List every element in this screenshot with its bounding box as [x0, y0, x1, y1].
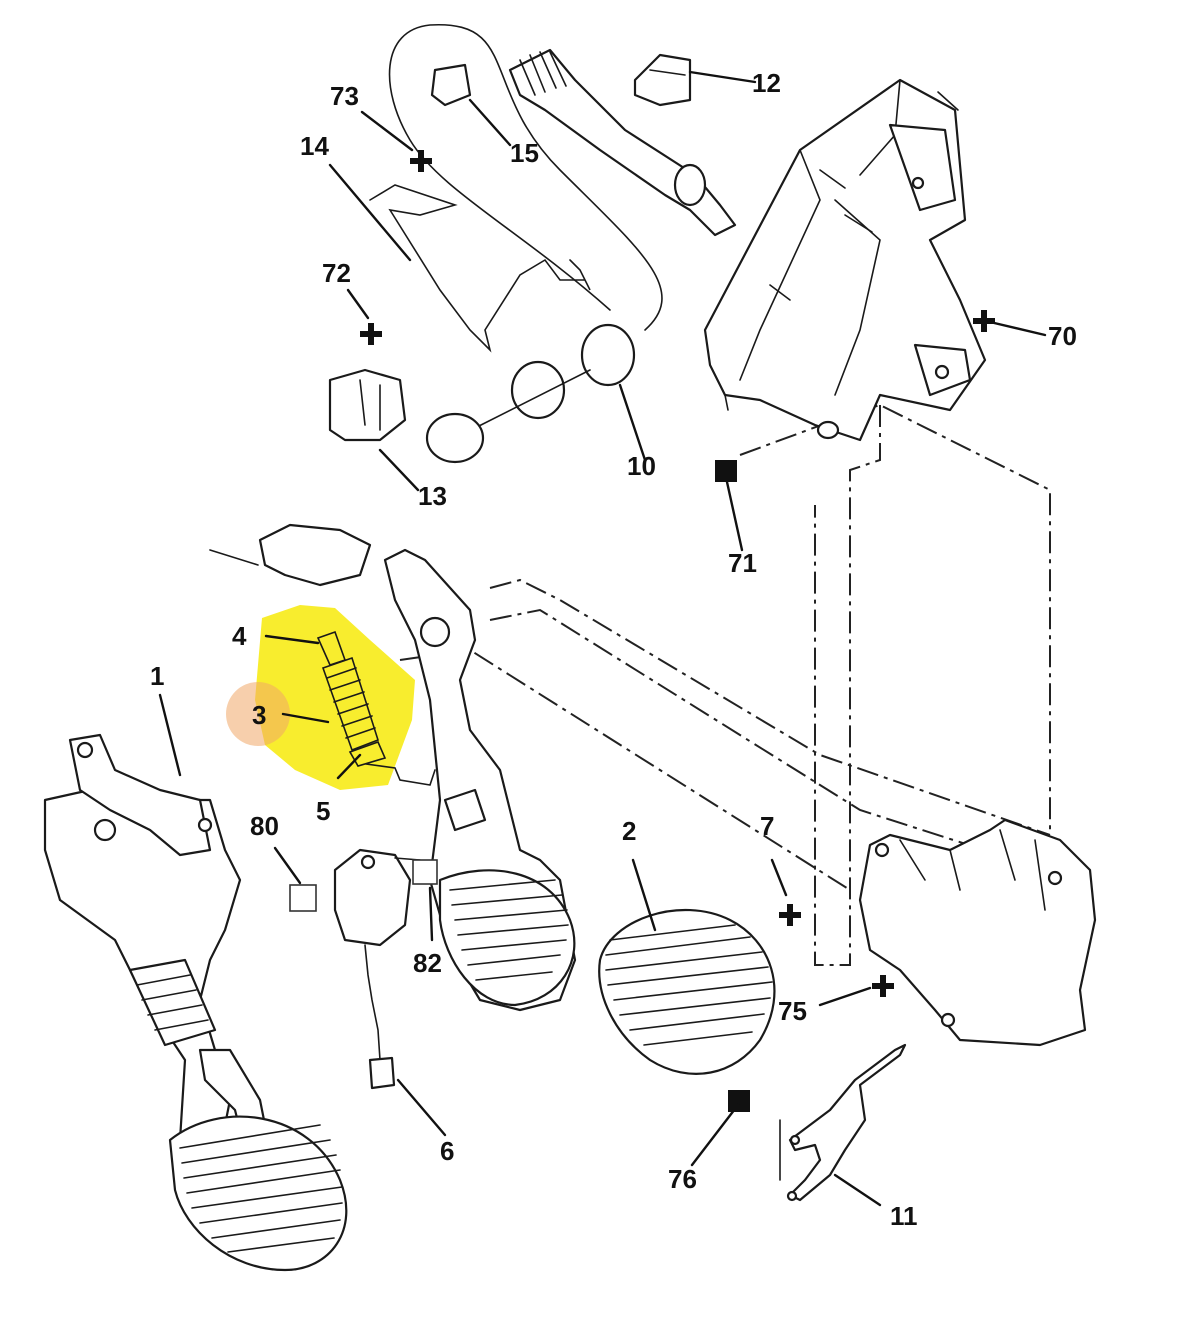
label-part-13: 13	[418, 481, 447, 511]
clip-12	[633, 53, 692, 107]
label-part-3: 3	[252, 700, 266, 730]
label-part-10: 10	[627, 451, 656, 481]
lower-bracket	[858, 818, 1097, 1047]
clutch-pedal	[383, 548, 577, 1012]
open-square-symbols	[289, 859, 438, 912]
part-labels: 1 4 3 5 6 7 2 10 11 12 13 14 15 70 71 72…	[150, 68, 1077, 1231]
filled-square-symbol-71	[715, 460, 737, 482]
label-part-72: 72	[322, 258, 351, 288]
brake-pushrod-boot	[128, 958, 217, 1047]
open-square-symbol-82	[412, 859, 438, 885]
pedal-pad-2	[598, 908, 776, 1075]
label-part-80: 80	[250, 811, 279, 841]
label-part-12: 12	[752, 68, 781, 98]
label-part-73: 73	[330, 81, 359, 111]
brake-pedal	[43, 733, 348, 1272]
clutch-pedal-pad	[438, 869, 576, 1007]
label-part-76: 76	[668, 1164, 697, 1194]
label-part-75: 75	[778, 996, 807, 1026]
pedal-box-bracket	[703, 78, 987, 442]
label-part-1: 1	[150, 661, 164, 691]
plus-symbol-70	[973, 310, 995, 332]
plus-symbol-73	[410, 150, 432, 172]
reference-lines	[399, 403, 1051, 966]
orange-marker	[226, 682, 290, 746]
plus-symbol-72	[360, 323, 382, 345]
clip-15	[430, 63, 472, 107]
label-part-70: 70	[1048, 321, 1077, 351]
return-spring-wire	[369, 184, 591, 353]
clip-11	[779, 1043, 907, 1202]
label-part-11: 11	[890, 1201, 918, 1231]
plus-symbols	[360, 150, 995, 997]
label-part-6: 6	[440, 1136, 454, 1166]
brake-pedal-pad	[168, 1115, 348, 1272]
mount-bracket	[209, 523, 372, 587]
open-square-symbol-80	[289, 884, 317, 912]
plus-symbol-7	[779, 904, 801, 926]
label-part-82: 82	[413, 948, 442, 978]
filled-square-symbols	[715, 460, 750, 1112]
plus-symbol-75	[872, 975, 894, 997]
label-part-5: 5	[316, 796, 330, 826]
clip-13	[328, 368, 407, 442]
clutch-cable	[388, 24, 737, 464]
pedal-switch	[333, 848, 421, 1090]
label-part-14: 14	[300, 131, 329, 161]
label-part-15: 15	[510, 138, 539, 168]
label-part-2: 2	[622, 816, 636, 846]
filled-square-symbol-76	[728, 1090, 750, 1112]
leader-lines	[158, 70, 1047, 1207]
label-part-4: 4	[232, 621, 247, 651]
highlighted-spring-part	[226, 605, 436, 790]
label-part-7: 7	[760, 811, 774, 841]
label-part-71: 71	[728, 548, 757, 578]
